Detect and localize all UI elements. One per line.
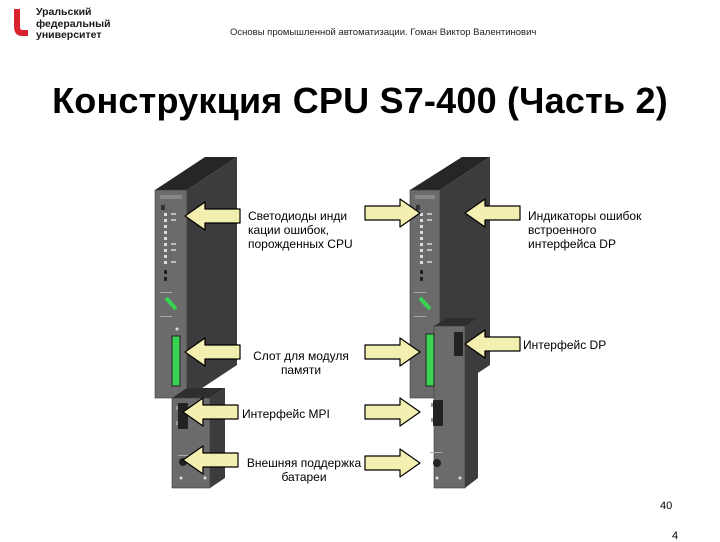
label-battery-backup: Внешняя поддержка батареи xyxy=(236,456,372,484)
logo-line-2: федеральный xyxy=(36,17,111,30)
page-number-secondary: 4 xyxy=(672,530,679,542)
label-memory-slot: Слот для модуля памяти xyxy=(240,349,362,377)
label-line: кации ошибок, xyxy=(248,223,329,237)
course-header: Основы промышленной автоматизации. Гоман… xyxy=(230,27,537,38)
arrow-battery-right xyxy=(364,448,421,478)
logo-line-1: Уральский xyxy=(36,6,92,18)
label-dp-interface: Интерфейс DP xyxy=(523,338,607,352)
label-mpi-interface: Интерфейс MPI xyxy=(242,407,330,421)
label-line: Индикаторы ошибок xyxy=(528,209,642,223)
label-dp-error-indicators: Индикаторы ошибок встроенного интерфейса… xyxy=(528,209,641,251)
label-line: интерфейса DP xyxy=(528,237,616,251)
logo-text: Уральский федеральный университет xyxy=(36,6,111,42)
label-line: Внешняя поддержка xyxy=(246,456,362,470)
ural-university-logo-icon xyxy=(14,9,28,36)
cpu-module-left xyxy=(154,157,237,489)
university-logo: Уральский федеральный университет xyxy=(12,6,122,42)
label-line: встроенного xyxy=(528,223,597,237)
label-line: памяти xyxy=(280,363,322,377)
arrow-mpi-right xyxy=(364,397,421,427)
logo-line-3: университет xyxy=(36,29,102,41)
label-line: порожденных CPU xyxy=(248,237,353,251)
label-line: Светодиоды инди xyxy=(248,209,348,223)
slide-title: Конструкция CPU S7-400 (Часть 2) xyxy=(52,80,668,121)
label-line: батареи xyxy=(281,470,327,484)
page-number: 40 xyxy=(660,500,673,512)
label-line: Слот для модуля xyxy=(253,349,349,363)
label-cpu-error-leds: Светодиоды инди кации ошибок, порожденны… xyxy=(248,209,353,251)
